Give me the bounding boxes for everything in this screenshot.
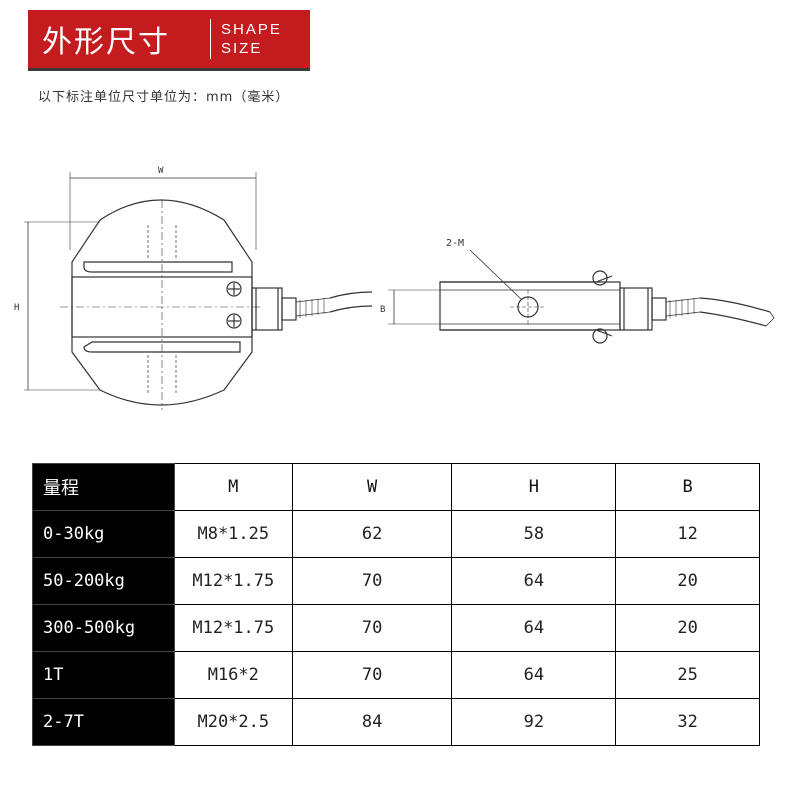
table-row: 0-30kg M8*1.25 62 58 12 [32,510,760,558]
unit-note: 以下标注单位尺寸单位为：mm（毫米） [38,90,290,105]
cell-h: 58 [451,510,617,558]
cell-h: 92 [451,698,617,746]
cell-w: 70 [291,557,453,605]
side-view [388,249,775,344]
cell-m: M20*2.5 [173,698,293,746]
table-row: 300-500kg M12*1.75 70 64 20 [32,604,760,652]
column-header-h: H [451,463,617,511]
section-title-en-line2: SIZE [221,40,263,57]
cell-b: 20 [615,557,760,605]
cell-m: M12*1.75 [173,557,293,605]
table-row: 1T M16*2 70 64 25 [32,651,760,699]
cell-range: 1T [32,651,175,699]
header-divider [210,19,211,59]
dimension-label-w: W [158,166,164,176]
dimension-label-h: H [14,303,19,313]
cell-w: 62 [291,510,453,558]
cell-b: 12 [615,510,760,558]
cell-w: 84 [291,698,453,746]
cell-range: 300-500kg [32,604,175,652]
cell-m: M16*2 [173,651,293,699]
cell-h: 64 [451,604,617,652]
cell-m: M8*1.25 [173,510,293,558]
column-header-m: M [173,463,293,511]
cell-range: 50-200kg [32,557,175,605]
spec-table: 量程 M W H B 0-30kg M8*1.25 62 58 12 50-20… [32,463,760,746]
cell-w: 70 [291,651,453,699]
cell-b: 20 [615,604,760,652]
table-header-row: 量程 M W H B [32,463,760,511]
table-row: 2-7T M20*2.5 84 92 32 [32,698,760,746]
section-title-en: SHAPE SIZE [221,20,282,58]
column-header-w: W [291,463,453,511]
cell-range: 0-30kg [32,510,175,558]
dimension-label-b: B [380,305,385,315]
cell-b: 25 [615,651,760,699]
cell-h: 64 [451,651,617,699]
cell-w: 70 [291,604,453,652]
table-row: 50-200kg M12*1.75 70 64 20 [32,557,760,605]
section-header: 外形尺寸 SHAPE SIZE [28,10,310,68]
dimension-label-m: 2-M [446,238,464,249]
load-cell-drawing: W H B 2-M [14,166,775,410]
section-title-en-line1: SHAPE [221,21,282,38]
cell-m: M12*1.75 [173,604,293,652]
cell-h: 64 [451,557,617,605]
header-underline [28,68,310,71]
front-view [24,172,373,410]
cell-b: 32 [615,698,760,746]
column-header-b: B [615,463,760,511]
column-header-range: 量程 [32,463,175,511]
cell-range: 2-7T [32,698,175,746]
section-title: 外形尺寸 [42,25,170,60]
